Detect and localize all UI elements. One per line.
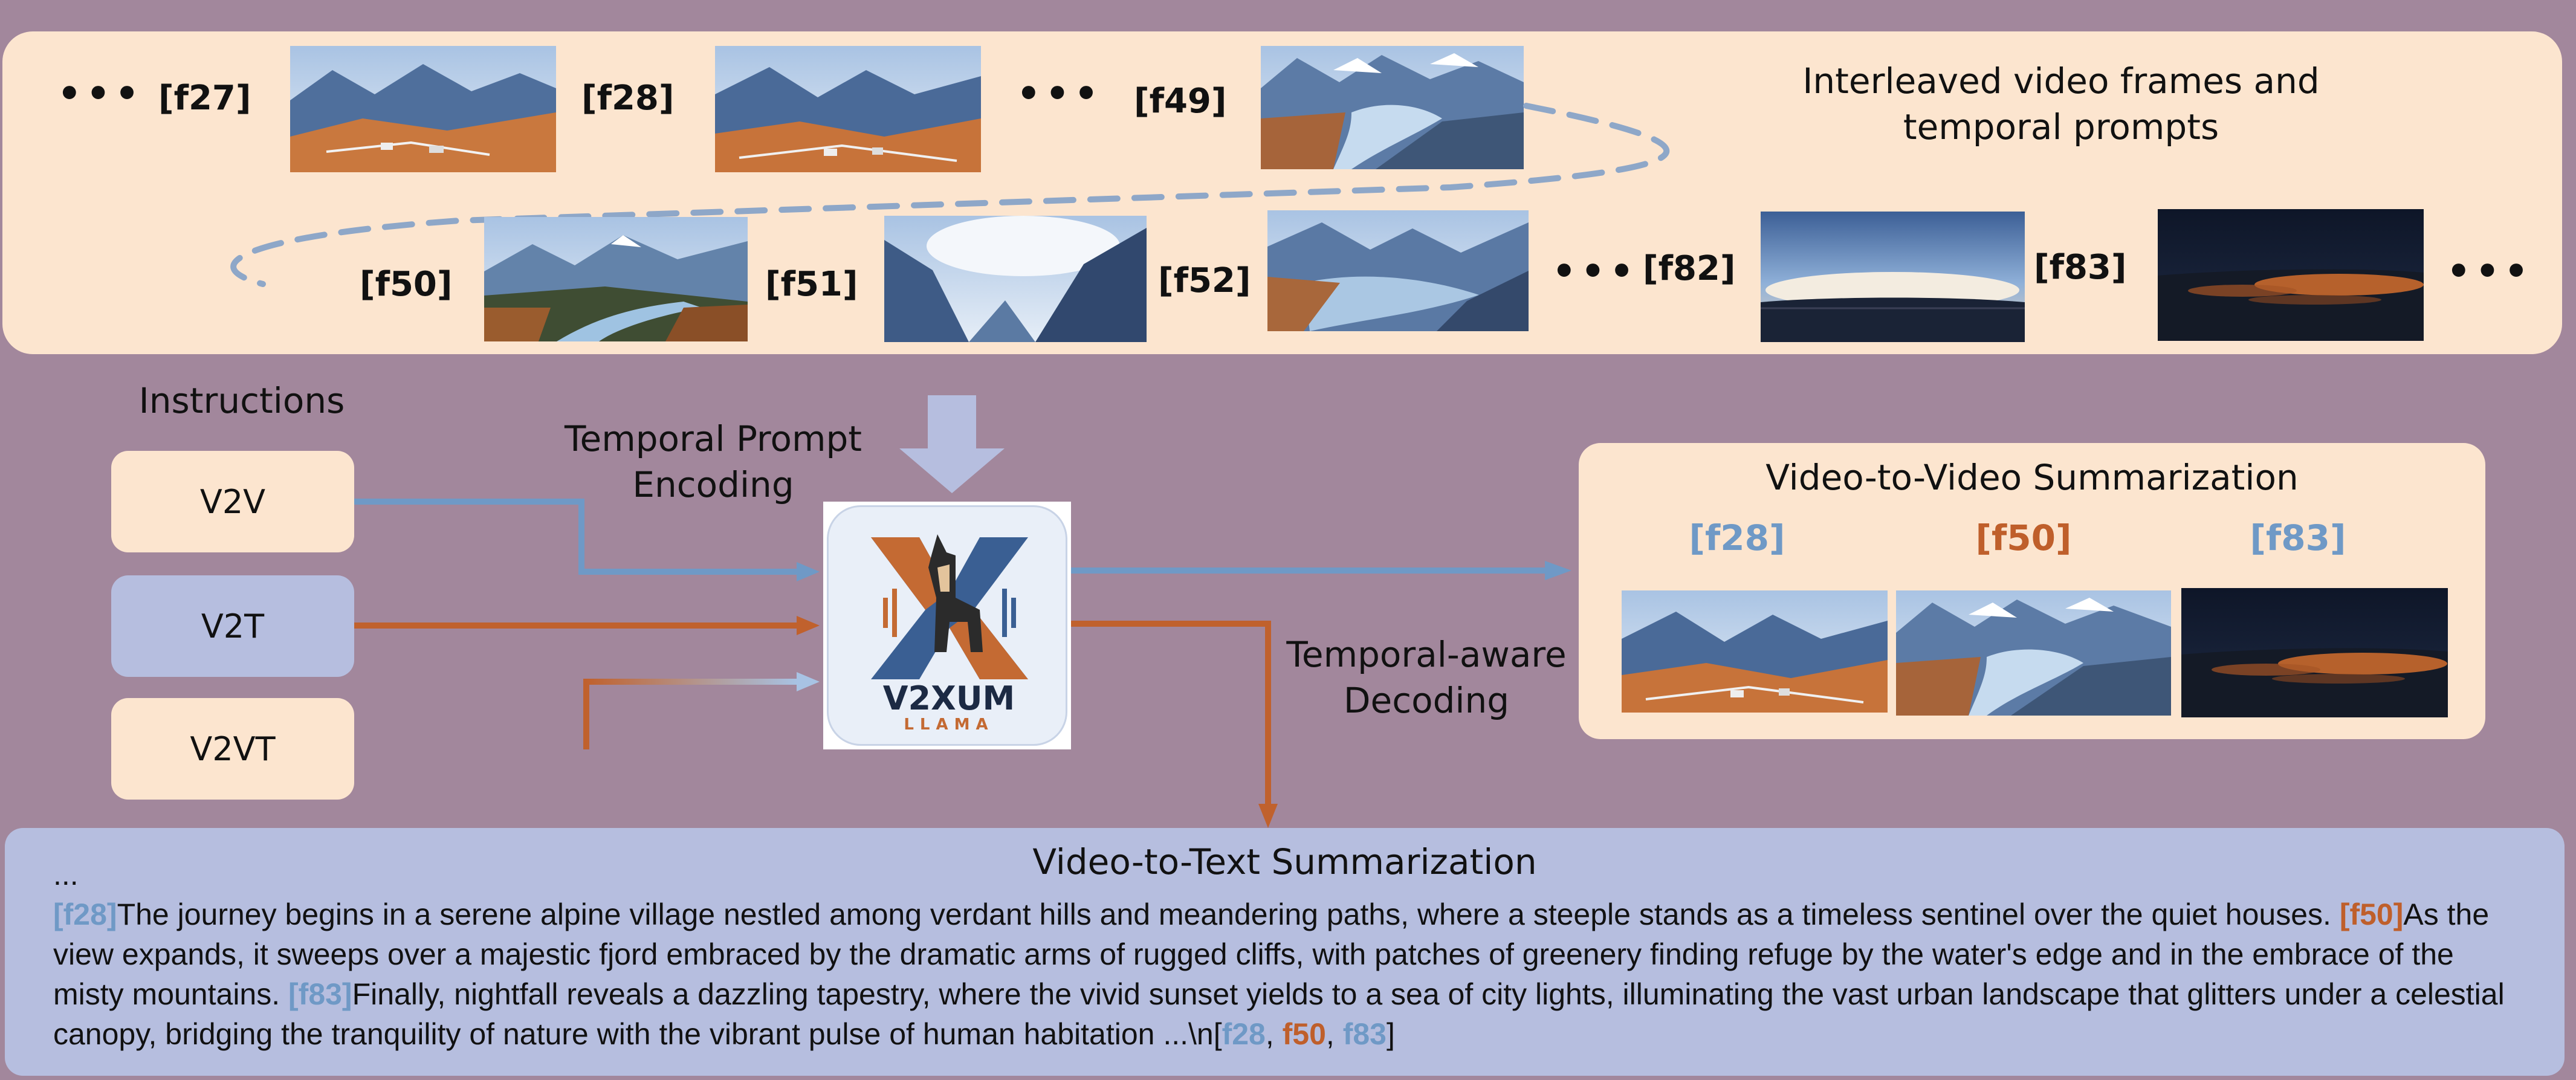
- instruction-v2t[interactable]: V2T: [111, 575, 354, 677]
- list-ref-f83: f83: [1342, 1017, 1387, 1051]
- selected-tag-f50: [f50]: [1975, 517, 2072, 558]
- summary-text: [f28]The journey begins in a serene alpi…: [53, 894, 2531, 1054]
- model-logo: V2XUM LLAMA: [827, 505, 1067, 746]
- summary-sentence-1: The journey begins in a serene alpine vi…: [117, 897, 2340, 931]
- ref-f50: [f50]: [2339, 897, 2404, 931]
- selected-tag-f83: [f83]: [2250, 517, 2346, 558]
- selected-frame-f83: [2181, 588, 2448, 717]
- frame-tag-f51: [f51]: [765, 265, 858, 304]
- frames-panel-title: Interleaved video frames and temporal pr…: [1802, 60, 2320, 147]
- ellipsis-dots: •••: [1552, 249, 1639, 293]
- frame-tag-f82: [f82]: [1643, 249, 1736, 288]
- temporal-prompt-encoding-label: Temporal Prompt Encoding: [564, 418, 862, 505]
- video-frame-f50: [484, 217, 748, 341]
- v2v-summary-title: Video-to-Video Summarization: [1765, 457, 2299, 498]
- ref-f83: [f83]: [288, 977, 352, 1011]
- model-name: V2XUM: [882, 679, 1015, 717]
- temporal-aware-decoding-label: Temporal-aware Decoding: [1286, 634, 1567, 721]
- summary-sentence-3: Finally, nightfall reveals a dazzling ta…: [53, 977, 2505, 1051]
- frame-tag-f49: [f49]: [1134, 82, 1227, 121]
- list-close: ]: [1386, 1017, 1395, 1051]
- selected-frame-f28: [1622, 590, 1888, 713]
- v2t-summary-panel: [5, 828, 2565, 1076]
- video-frame-f28: [715, 46, 981, 172]
- ellipsis-dots: •••: [2447, 249, 2533, 293]
- selected-frame-f50: [1896, 590, 2171, 716]
- video-frame-f82: [1761, 212, 2025, 342]
- instruction-v2v[interactable]: V2V: [111, 451, 354, 552]
- selected-tag-f28: [f28]: [1689, 517, 1785, 558]
- video-frame-f27: [290, 46, 556, 172]
- video-frame-f52: [1267, 210, 1529, 331]
- down-arrow: [899, 395, 1005, 493]
- video-frame-f49: [1261, 46, 1524, 169]
- ellipsis-dots: •••: [57, 71, 144, 115]
- video-frame-f51: [884, 216, 1147, 342]
- summary-ellipsis: ...: [53, 858, 79, 891]
- list-separator: ,: [1325, 1017, 1343, 1051]
- row-wrap-connector: [230, 103, 1670, 287]
- ellipsis-dots: •••: [1017, 71, 1103, 115]
- summary-sentence-2: As the view expands, it sweeps over a ma…: [53, 897, 2490, 1011]
- instruction-v2vt[interactable]: V2VT: [111, 698, 354, 800]
- v2t-summary-title: Video-to-Text Summarization: [1032, 841, 1537, 882]
- list-separator: ,: [1265, 1017, 1283, 1051]
- model-box: V2XUM LLAMA: [823, 502, 1071, 749]
- frame-tag-f52: [f52]: [1158, 261, 1251, 300]
- list-ref-f50: f50: [1282, 1017, 1326, 1051]
- frame-tag-f27: [f27]: [158, 79, 251, 118]
- llama-x-logo-icon: [871, 534, 1028, 679]
- frame-tag-f83: [f83]: [2034, 248, 2127, 287]
- ref-f28: [f28]: [53, 897, 117, 931]
- instructions-heading: Instructions: [138, 380, 345, 421]
- frame-tag-f28: [f28]: [581, 79, 675, 118]
- frame-tag-f50: [f50]: [360, 265, 453, 304]
- model-subname: LLAMA: [904, 716, 994, 734]
- list-ref-f28: f28: [1222, 1017, 1266, 1051]
- video-frame-f83: [2158, 209, 2424, 341]
